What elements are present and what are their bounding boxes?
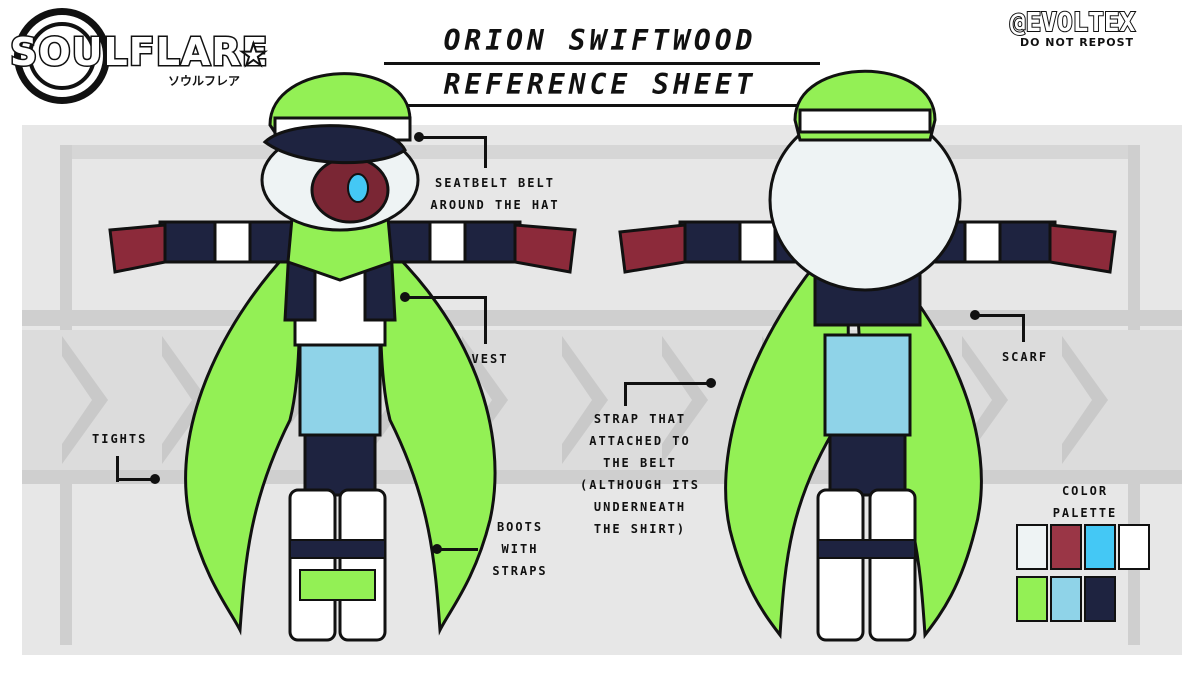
back-glove-left — [618, 223, 687, 274]
chevron-inner — [162, 356, 192, 444]
back-tights — [828, 433, 907, 497]
logo-text: SOULFLARE — [9, 29, 270, 76]
front-scarf-right — [378, 236, 497, 636]
palette-swatch — [1016, 576, 1048, 622]
front-glove-left — [108, 223, 167, 274]
strap-callout-line-v — [624, 382, 627, 406]
palette-swatch — [1084, 576, 1116, 622]
repost-notice: DO NOT REPOST — [1020, 36, 1135, 49]
chevron-inner — [1062, 356, 1092, 444]
palette-swatch — [1084, 524, 1116, 570]
back-boot-right — [868, 488, 917, 642]
scarf-callout-line — [975, 314, 1025, 317]
logo-star-icon: ★ — [239, 37, 268, 74]
strap-callout-line — [624, 382, 710, 385]
front-shorts — [298, 333, 382, 437]
hat-callout-line — [420, 136, 486, 139]
back-boot-left — [816, 488, 865, 642]
palette-swatch — [1118, 524, 1150, 570]
chevron-inner — [662, 356, 692, 444]
back-view — [618, 69, 1117, 642]
tights-callout-line-v — [116, 456, 119, 482]
front-eye — [347, 173, 369, 203]
logo-ring — [14, 8, 110, 104]
palette-swatch — [1050, 524, 1082, 570]
strap-callout-dot — [706, 378, 716, 388]
front-hat-visor — [262, 124, 407, 165]
sheet-title: REFERENCE SHEET — [443, 68, 757, 101]
hat-callout-dot — [414, 132, 424, 142]
vest-label: VEST — [471, 352, 509, 366]
front-boot-right — [338, 488, 387, 642]
chevron-inner — [62, 356, 92, 444]
character-name: ORION SWIFTWOOD — [443, 24, 757, 57]
title-divider — [384, 62, 820, 65]
hat-callout-line-v — [484, 136, 487, 168]
boots-callout-line — [438, 548, 478, 551]
front-glove-right — [513, 223, 577, 274]
palette-swatch — [1016, 524, 1048, 570]
back-shorts — [823, 333, 912, 437]
back-hat-band — [798, 108, 932, 134]
tights-callout-dot — [150, 474, 160, 484]
front-boot-strap — [289, 539, 386, 559]
back-glove-right — [1048, 223, 1117, 274]
tights-callout-line — [116, 478, 156, 481]
front-view — [108, 72, 577, 642]
title-underline — [384, 104, 820, 107]
logo-subtext: ソウルフレア — [168, 74, 241, 88]
scarf-label: SCARF — [1001, 350, 1049, 364]
vest-callout-line-v — [484, 296, 487, 344]
palette-swatch — [1050, 576, 1082, 622]
tights-label: TIGHTS — [92, 432, 148, 446]
chevron-inner — [562, 356, 592, 444]
front-boot-left — [288, 488, 337, 642]
boots-callout-dot — [432, 544, 442, 554]
front-scarf-left — [184, 236, 302, 636]
front-boot-accent — [299, 569, 376, 601]
vest-callout-line — [405, 296, 487, 299]
scarf-callout-line-v — [1022, 314, 1025, 342]
logo-ring-inner — [28, 22, 96, 90]
front-tights — [303, 433, 377, 497]
artist-handle: @EVOLTEX — [1009, 7, 1136, 39]
